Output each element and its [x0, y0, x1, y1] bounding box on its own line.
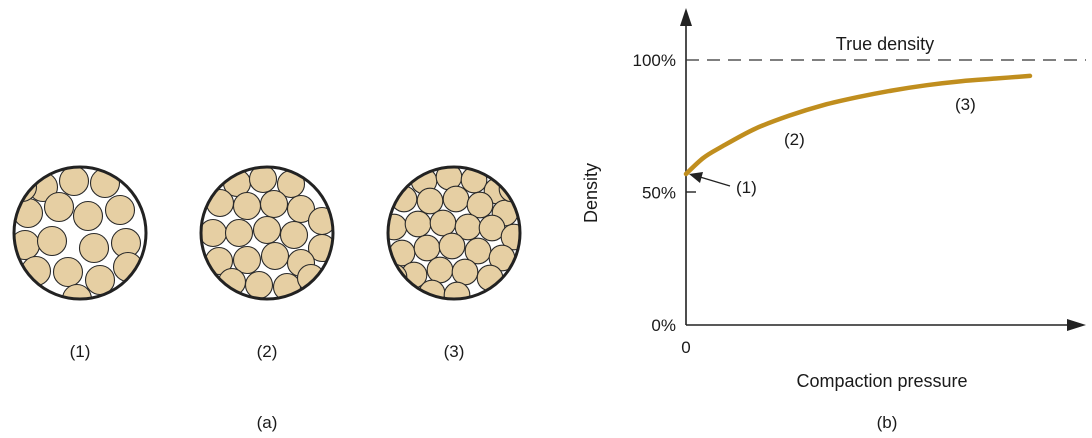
x-tick-labels: 0 — [681, 338, 690, 357]
powder-particle — [244, 270, 274, 299]
powder-particle — [72, 200, 104, 232]
x-tick-label: 0 — [681, 338, 690, 357]
die-outline-stage-2 — [199, 165, 335, 301]
stage-label-1: (1) — [70, 342, 91, 361]
powder-particle — [52, 256, 84, 288]
x-axis-label: Compaction pressure — [796, 371, 967, 391]
y-axis-arrow — [680, 8, 692, 26]
powder-particle — [443, 281, 471, 299]
powder-particle — [104, 194, 136, 226]
powder-particle — [260, 241, 290, 271]
powder-particle — [248, 167, 278, 194]
powder-particle — [286, 194, 316, 224]
powder-particle — [438, 232, 466, 260]
powder-particle — [36, 225, 68, 257]
y-tick-label: 0% — [651, 316, 676, 335]
packing-stage-3: (3) — [386, 165, 522, 361]
die-outline-stage-3 — [386, 165, 522, 301]
curve-label-2: (2) — [784, 130, 805, 149]
curve-label-3: (3) — [955, 95, 976, 114]
powder-particle — [252, 215, 282, 245]
powder-particle — [232, 191, 262, 221]
true-density-label: True density — [836, 34, 934, 54]
powder-particle — [201, 218, 228, 248]
powder-particle — [500, 223, 520, 251]
panel-b: True density 0% 50% 100% 0 Density Compact… — [581, 8, 1086, 432]
powder-particle — [43, 191, 75, 223]
pointer-1-arrowhead — [689, 172, 703, 183]
powder-particle — [451, 258, 479, 286]
powder-particle — [429, 209, 457, 237]
panel-b-caption: (b) — [877, 413, 898, 432]
packing-stage-2: (2) — [199, 165, 335, 361]
powder-particle — [224, 218, 254, 248]
y-axis-label: Density — [581, 163, 601, 223]
y-tick-labels: 0% 50% 100% — [633, 51, 676, 335]
powder-particle — [58, 167, 90, 197]
particles-stage-1 — [14, 167, 144, 299]
powder-particle — [442, 185, 470, 213]
y-tick-label: 100% — [633, 51, 676, 70]
pointer-1-line — [699, 176, 731, 187]
powder-particle — [84, 264, 116, 296]
pointer-1 — [689, 172, 731, 187]
stage-label-2: (2) — [257, 342, 278, 361]
particles-stage-3 — [388, 167, 520, 299]
panel-a-caption: (a) — [257, 413, 278, 432]
stage-label-3: (3) — [444, 342, 465, 361]
y-tick-label: 50% — [642, 184, 676, 203]
powder-particle — [279, 220, 309, 250]
packing-stage-1: (1) — [12, 165, 148, 361]
powder-particle — [388, 213, 408, 241]
powder-particle — [416, 187, 444, 215]
powder-particle — [413, 234, 441, 262]
powder-particle — [418, 279, 446, 299]
curve-label-1: (1) — [736, 178, 757, 197]
density-curve — [683, 73, 1033, 177]
powder-particle — [466, 191, 494, 219]
powder-particle — [404, 210, 432, 238]
die-outline-stage-1 — [12, 165, 148, 301]
panel-a: (1) (2) (3) (a) — [12, 165, 522, 432]
powder-particle — [426, 256, 454, 284]
powder-particle — [205, 188, 235, 218]
x-axis-arrow — [1067, 319, 1086, 331]
powder-particle — [78, 232, 110, 264]
powder-particle — [61, 283, 93, 299]
powder-particle — [232, 245, 262, 275]
powder-particle — [296, 263, 326, 293]
powder-particle — [259, 189, 289, 219]
